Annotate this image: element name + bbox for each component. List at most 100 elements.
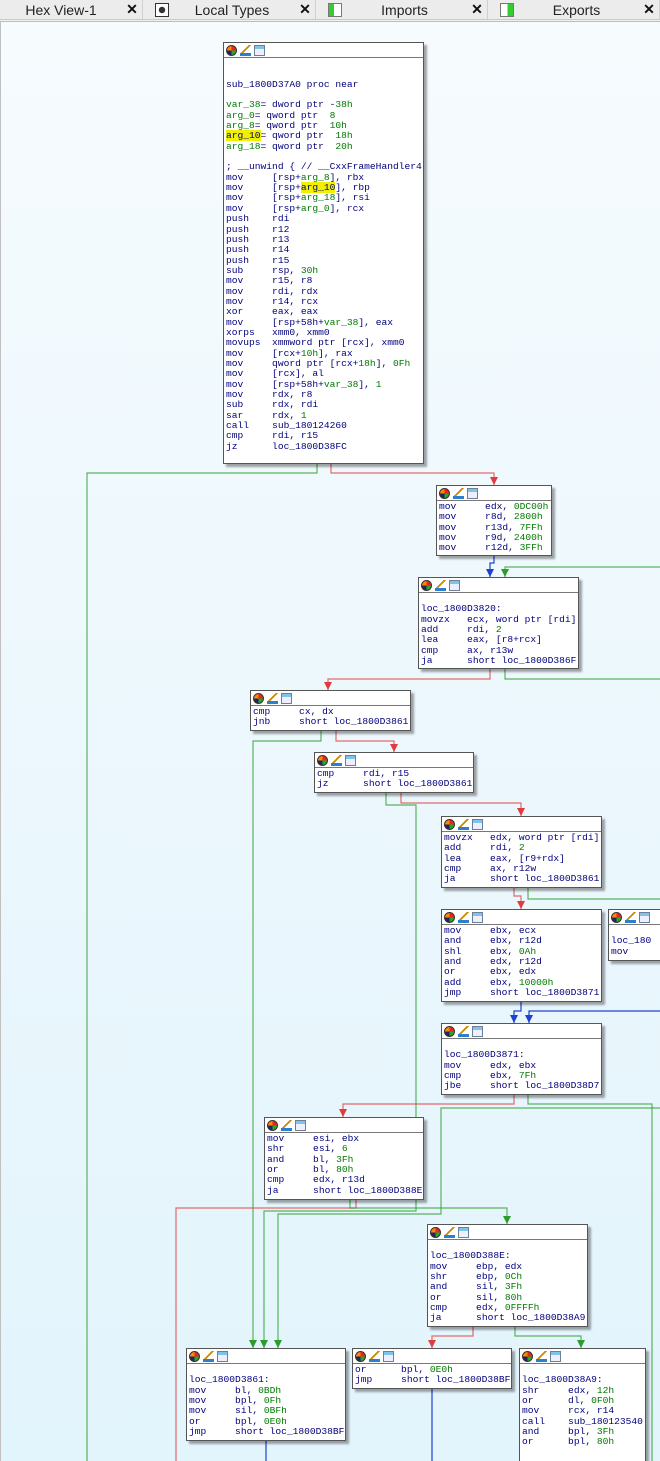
color-palette-icon[interactable] — [253, 692, 264, 704]
graph-overview-icon[interactable] — [472, 1025, 483, 1037]
color-palette-icon[interactable] — [267, 1119, 278, 1131]
false-edge[interactable] — [342, 1094, 515, 1117]
close-icon[interactable]: ✕ — [126, 1, 138, 17]
false-edge[interactable] — [335, 730, 395, 752]
close-icon[interactable]: ✕ — [299, 1, 311, 17]
block-header — [353, 1349, 511, 1364]
tab-local-types[interactable]: Local Types ✕ — [143, 0, 316, 19]
asm-line: jmp short loc_1800D38BF — [355, 1374, 511, 1386]
arrowhead-icon — [260, 1340, 268, 1348]
rename-icon[interactable] — [458, 818, 469, 830]
color-palette-icon[interactable] — [430, 1226, 441, 1238]
color-palette-icon[interactable] — [522, 1350, 533, 1362]
rename-icon[interactable] — [625, 911, 636, 923]
asm-line: cmp edx, r13d — [267, 1174, 365, 1186]
basic-block[interactable]: loc_1800D3820:movzx ecx, word ptr [rdi]a… — [418, 577, 579, 669]
true-edge[interactable] — [86, 463, 318, 1461]
graph-overview-icon[interactable] — [217, 1350, 228, 1362]
true-edge[interactable] — [263, 792, 417, 1348]
asm-line: or bl, 80h — [267, 1164, 354, 1176]
graph-overview-icon[interactable] — [383, 1350, 394, 1362]
true-edge[interactable] — [277, 1107, 660, 1348]
tab-hex-view[interactable]: Hex View-1 ✕ — [0, 0, 143, 19]
false-edge[interactable] — [175, 1199, 357, 1461]
color-palette-icon[interactable] — [355, 1350, 366, 1362]
graph-overview-icon[interactable] — [281, 692, 292, 704]
asm-line: mov esi, ebx — [267, 1133, 360, 1144]
graph-overview-icon[interactable] — [467, 487, 478, 499]
color-palette-icon[interactable] — [444, 818, 455, 830]
asm-line: mov — [611, 945, 629, 957]
asm-line: cmp edx, 0FFFFh — [430, 1302, 540, 1314]
rename-icon[interactable] — [435, 579, 446, 591]
color-palette-icon[interactable] — [611, 911, 622, 923]
rename-icon[interactable] — [267, 692, 278, 704]
rename-icon[interactable] — [331, 754, 342, 766]
asm-line: shr edx, 12h — [522, 1384, 615, 1396]
rename-icon[interactable] — [240, 44, 251, 56]
false-edge[interactable] — [327, 668, 491, 690]
true-edge[interactable] — [527, 1094, 653, 1461]
asm-line: mov r14, rcx — [226, 295, 319, 307]
color-palette-icon[interactable] — [189, 1350, 200, 1362]
color-palette-icon[interactable] — [317, 754, 328, 766]
true-edge[interactable] — [504, 566, 660, 577]
false-edge[interactable] — [400, 792, 522, 816]
color-palette-icon[interactable] — [444, 911, 455, 923]
true-edge[interactable] — [514, 1326, 582, 1348]
jump-edge[interactable] — [528, 1010, 660, 1023]
graph-overview-icon[interactable] — [254, 44, 265, 56]
graph-overview-icon[interactable] — [295, 1119, 306, 1131]
graph-overview-icon[interactable] — [639, 911, 650, 923]
close-icon[interactable]: ✕ — [643, 1, 655, 17]
rename-icon[interactable] — [453, 487, 464, 499]
false-edge[interactable] — [431, 1326, 474, 1348]
close-icon[interactable]: ✕ — [471, 1, 483, 17]
true-edge[interactable] — [252, 730, 322, 1348]
false-edge[interactable] — [330, 463, 495, 485]
graph-overview-icon[interactable] — [458, 1226, 469, 1238]
true-edge[interactable] — [527, 887, 660, 900]
asm-line: mov edx, ebx — [444, 1059, 537, 1071]
tab-exports[interactable]: Exports ✕ — [488, 0, 660, 19]
graph-view-canvas[interactable]: sub_1800D37A0 proc near var_38= dword pt… — [0, 21, 660, 1461]
rename-icon[interactable] — [458, 1025, 469, 1037]
graph-overview-icon[interactable] — [472, 818, 483, 830]
graph-overview-icon[interactable] — [449, 579, 460, 591]
tab-imports[interactable]: Imports ✕ — [316, 0, 488, 19]
rename-icon[interactable] — [369, 1350, 380, 1362]
graph-overview-icon[interactable] — [550, 1350, 561, 1362]
color-palette-icon[interactable] — [444, 1025, 455, 1037]
asm-line: or ebx, edx — [444, 966, 537, 978]
asm-line: and bpl, 3Fh — [522, 1426, 615, 1438]
color-palette-icon[interactable] — [421, 579, 432, 591]
rename-icon[interactable] — [444, 1226, 455, 1238]
asm-line: loc_1800D3820: — [421, 603, 502, 615]
basic-block[interactable]: sub_1800D37A0 proc near var_38= dword pt… — [223, 42, 424, 464]
asm-line: jmp short loc_1800D3871 — [444, 987, 600, 999]
color-palette-icon[interactable] — [439, 487, 450, 499]
graph-overview-icon[interactable] — [472, 911, 483, 923]
asm-line: cmp cx, dx — [253, 706, 334, 717]
block-code: loc_1800D3820:movzx ecx, word ptr [rdi]a… — [419, 593, 578, 667]
rename-icon[interactable] — [458, 911, 469, 923]
rename-icon[interactable] — [203, 1350, 214, 1362]
graph-overview-icon[interactable] — [345, 754, 356, 766]
true-edge[interactable] — [504, 668, 660, 680]
color-palette-icon[interactable] — [226, 44, 237, 56]
rename-icon[interactable] — [281, 1119, 292, 1131]
rename-icon[interactable] — [536, 1350, 547, 1362]
